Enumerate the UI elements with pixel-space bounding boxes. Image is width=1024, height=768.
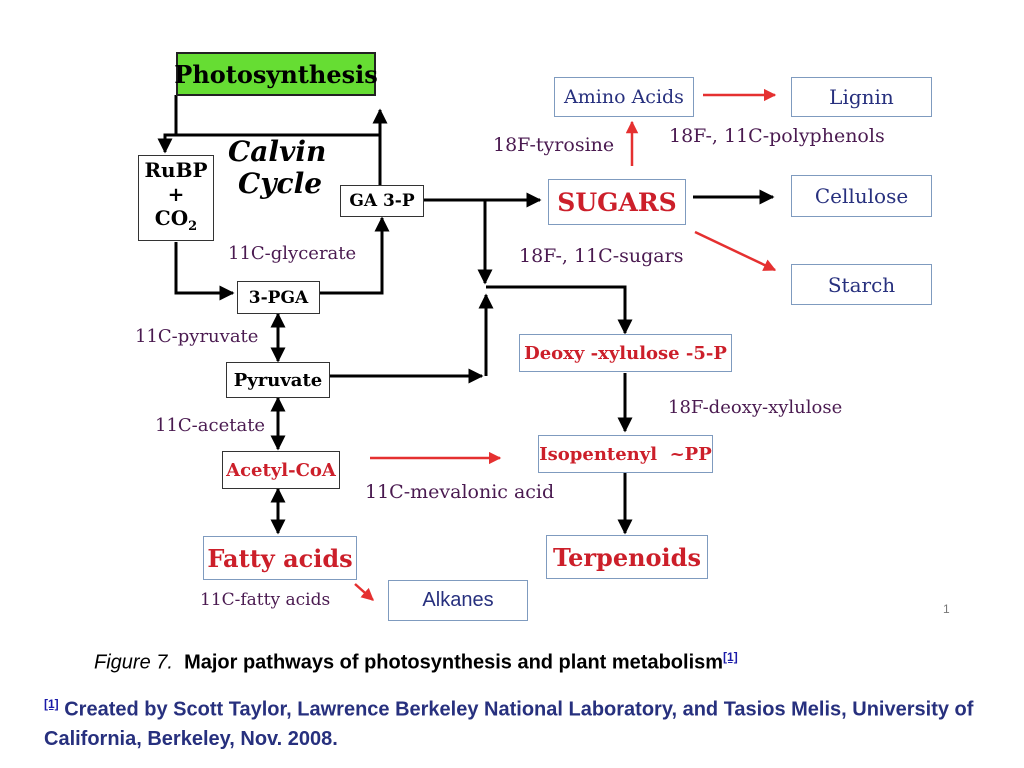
3pga-node: 3-PGA [237, 281, 320, 314]
cellulose-node: Cellulose [791, 175, 932, 217]
ga3p-label: GA 3-P [349, 191, 415, 211]
figure-ref-link[interactable]: [1] [723, 650, 738, 664]
amino-acids-label: Amino Acids [564, 86, 684, 108]
label-pyruvate: 11C-pyruvate [135, 326, 259, 347]
plus-label: + [167, 181, 185, 206]
arrow-3pga-to-ga3p [320, 216, 390, 295]
deoxy-xylulose-label: Deoxy -xylulose -5-P [524, 342, 727, 364]
starch-label: Starch [827, 272, 896, 297]
label-mevalonic: 11C-mevalonic acid [365, 481, 555, 503]
deoxy-xylulose-node: Deoxy -xylulose -5-P [519, 334, 732, 372]
pyruvate-label: Pyruvate [233, 369, 323, 391]
acetyl-coa-label: Acetyl-CoA [226, 459, 336, 481]
arrow-fatty-to-alkanes [354, 583, 374, 601]
cellulose-label: Cellulose [814, 184, 909, 208]
co-text: CO [154, 205, 189, 230]
terpenoids-node: Terpenoids [546, 535, 708, 579]
fatty-acids-label: Fatty acids [207, 543, 353, 573]
figure-label: Figure 7. [94, 651, 173, 674]
credit-text: Created by Scott Taylor, Lawrence Berkel… [44, 698, 974, 750]
sugars-node: SUGARS [548, 179, 686, 225]
label-deoxy-xylulose: 18F-deoxy-xylulose [668, 397, 843, 418]
label-acetate: 11C-acetate [155, 415, 266, 436]
acetyl-coa-node: Acetyl-CoA [222, 451, 340, 489]
terpenoids-label: Terpenoids [553, 542, 701, 572]
label-fatty-acids: 11C-fatty acids [200, 590, 331, 610]
fatty-acids-node: Fatty acids [203, 536, 357, 580]
arrow-sugars-to-starch [694, 230, 777, 272]
amino-acids-node: Amino Acids [554, 77, 694, 117]
label-sugars: 18F-, 11C-sugars [519, 245, 684, 267]
arrow-rubp-to-3pga [174, 242, 235, 301]
co2-subscript: 2 [188, 218, 198, 234]
sugars-label: SUGARS [557, 187, 677, 217]
calvin-line: Calvin [228, 135, 327, 168]
rubp-label: RuBP [144, 157, 208, 182]
isopentenyl-node: Isopentenyl ~PP [538, 435, 713, 473]
alkanes-node: Alkanes [388, 580, 528, 621]
slide-number: 1 [943, 602, 950, 616]
3pga-label: 3-PGA [248, 287, 309, 308]
arrow-photosynthesis-to-rubp [157, 95, 178, 154]
starch-node: Starch [791, 264, 932, 305]
label-glycerate: 11C-glycerate [228, 243, 357, 264]
alkanes-label: Alkanes [422, 589, 494, 611]
label-polyphenols: 18F-, 11C-polyphenols [669, 125, 885, 147]
rubp-co2-node: RuBP + CO2 [138, 155, 214, 241]
photosynthesis-label: Photosynthesis [174, 59, 378, 89]
isopentenyl-label: Isopentenyl ~PP [539, 443, 712, 465]
figure-text: Major pathways of photosynthesis and pla… [184, 651, 724, 674]
pyruvate-node: Pyruvate [226, 362, 330, 398]
co2-label: CO2 [155, 206, 197, 239]
label-tyrosine: 18F-tyrosine [493, 134, 615, 156]
credit-ref-marker: [1] [44, 697, 59, 711]
credit-caption: [1] Created by Scott Taylor, Lawrence Be… [44, 690, 1004, 754]
lignin-label: Lignin [829, 85, 894, 109]
photosynthesis-node: Photosynthesis [174, 52, 378, 96]
arrow-junction-to-deoxy [486, 285, 633, 335]
calvin-cycle-title: Calvin Cycle [228, 136, 326, 200]
ga3p-node: GA 3-P [340, 185, 424, 217]
figure-caption: Figure 7. Major pathways of photosynthes… [94, 650, 738, 675]
lignin-node: Lignin [791, 77, 932, 117]
cycle-line: Cycle [238, 167, 323, 200]
